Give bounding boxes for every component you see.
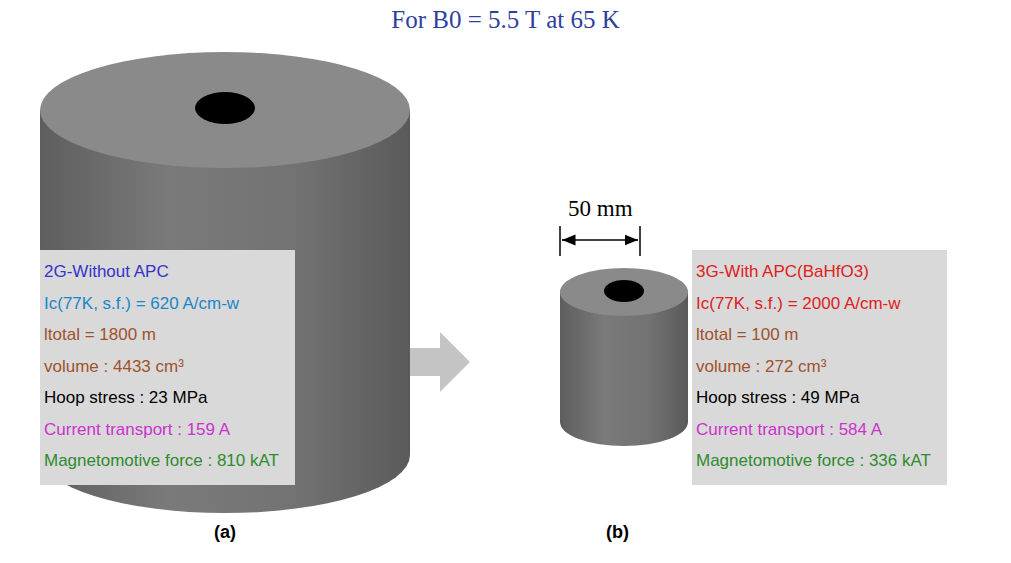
dimension-label: 50 mm bbox=[568, 196, 633, 222]
spec-line: Current transport : 159 A bbox=[44, 414, 285, 446]
spec-box: 3G-With APC(BaHfO3)Ic(77K, s.f.) = 2000 … bbox=[692, 250, 947, 485]
spec-box: 2G-Without APCIc(77K, s.f.) = 620 A/cm-w… bbox=[40, 250, 295, 485]
spec-line: Magnetomotive force : 336 kAT bbox=[696, 445, 937, 477]
small-coil bbox=[560, 268, 688, 446]
spec-line: Hoop stress : 23 MPa bbox=[44, 382, 285, 414]
spec-line: 3G-With APC(BaHfO3) bbox=[696, 256, 937, 288]
spec-line: Magnetomotive force : 810 kAT bbox=[44, 445, 285, 477]
block-arrow bbox=[410, 332, 470, 392]
panel-label: (a) bbox=[214, 522, 236, 543]
figure-title: For B0 = 5.5 T at 65 K bbox=[0, 6, 1011, 34]
spec-line: Ic(77K, s.f.) = 620 A/cm-w bbox=[44, 288, 285, 320]
spec-line: volume : 4433 cm³ bbox=[44, 351, 285, 383]
spec-line: ltotal = 1800 m bbox=[44, 319, 285, 351]
spec-line: Current transport : 584 A bbox=[696, 414, 937, 446]
large-coil bbox=[40, 52, 410, 513]
spec-line: Ic(77K, s.f.) = 2000 A/cm-w bbox=[696, 288, 937, 320]
spec-line: 2G-Without APC bbox=[44, 256, 285, 288]
spec-line: volume : 272 cm³ bbox=[696, 351, 937, 383]
dimension-line bbox=[560, 226, 640, 256]
panel-label: (b) bbox=[606, 522, 629, 543]
spec-line: ltotal = 100 m bbox=[696, 319, 937, 351]
spec-line: Hoop stress : 49 MPa bbox=[696, 382, 937, 414]
